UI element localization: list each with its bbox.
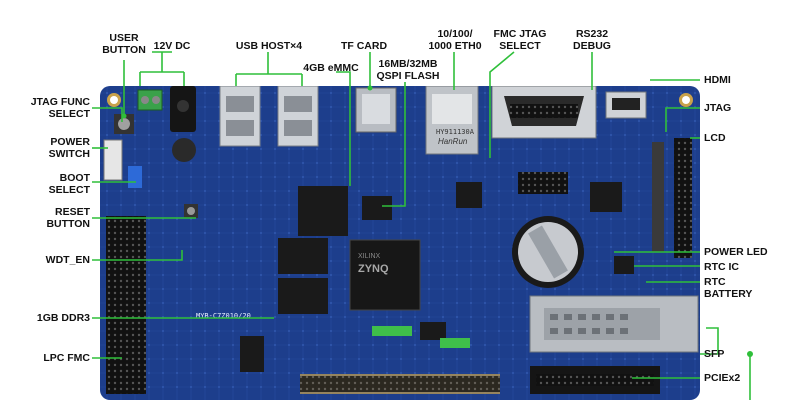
label-hdmi: HDMI xyxy=(704,74,731,86)
label-wdt-en: WDT_EN xyxy=(45,254,90,266)
label-tf-card: TF CARD xyxy=(340,40,388,52)
power-terminal xyxy=(137,89,163,111)
chip xyxy=(590,182,622,212)
sfp-cage xyxy=(529,295,699,353)
chip xyxy=(240,336,264,372)
rtc-chip xyxy=(614,256,634,274)
ddr3-chip xyxy=(278,278,328,314)
led-row xyxy=(440,338,470,348)
label-lpc-fmc: LPC FMC xyxy=(43,352,90,364)
label-usb-host: USB HOST×4 xyxy=(235,40,303,52)
eth-brand-text: HanRun xyxy=(438,137,468,146)
label-ddr3: 1GB DDR3 xyxy=(36,312,90,324)
board-silkscreen: MYB-C7Z010/20 xyxy=(196,312,251,320)
soc-name: ZYNQ xyxy=(358,263,389,275)
eth-part-text: HY911130A xyxy=(436,128,475,136)
usb-host-ports xyxy=(219,86,319,147)
lcd-header xyxy=(674,138,692,258)
label-rtc-ic: RTC IC xyxy=(704,261,739,273)
label-sfp: SFP xyxy=(704,348,725,360)
zynq-soc: XILINX ZYNQ xyxy=(349,239,421,311)
soc-brand: XILINX xyxy=(358,253,381,260)
lpc-fmc-connector xyxy=(106,216,146,394)
rs232-connector xyxy=(491,86,597,139)
label-power-led: POWER LED xyxy=(704,246,768,258)
label-pciex2: PCIEx2 xyxy=(704,372,741,384)
emmc-chip xyxy=(298,186,348,236)
power-switch-part xyxy=(103,139,123,181)
label-jtag: JTAG xyxy=(704,102,732,114)
lcd-fpc xyxy=(652,142,664,252)
label-ethernet: 10/100/1000 ETH0 xyxy=(428,28,482,52)
qspi-chip xyxy=(362,196,392,220)
capacitor xyxy=(172,138,196,162)
label-12v-dc: 12V DC xyxy=(153,40,191,52)
pcb-board: HY911130A HanRun XILIN xyxy=(100,86,700,400)
led-row xyxy=(372,326,412,336)
label-emmc: 4GB eMMC xyxy=(303,62,359,74)
jtag-header xyxy=(518,172,568,194)
chip xyxy=(456,182,482,208)
ethernet-jack: HY911130A HanRun xyxy=(425,86,479,155)
ddr3-chip xyxy=(278,238,328,274)
chip xyxy=(420,322,446,340)
label-lcd: LCD xyxy=(704,132,726,144)
